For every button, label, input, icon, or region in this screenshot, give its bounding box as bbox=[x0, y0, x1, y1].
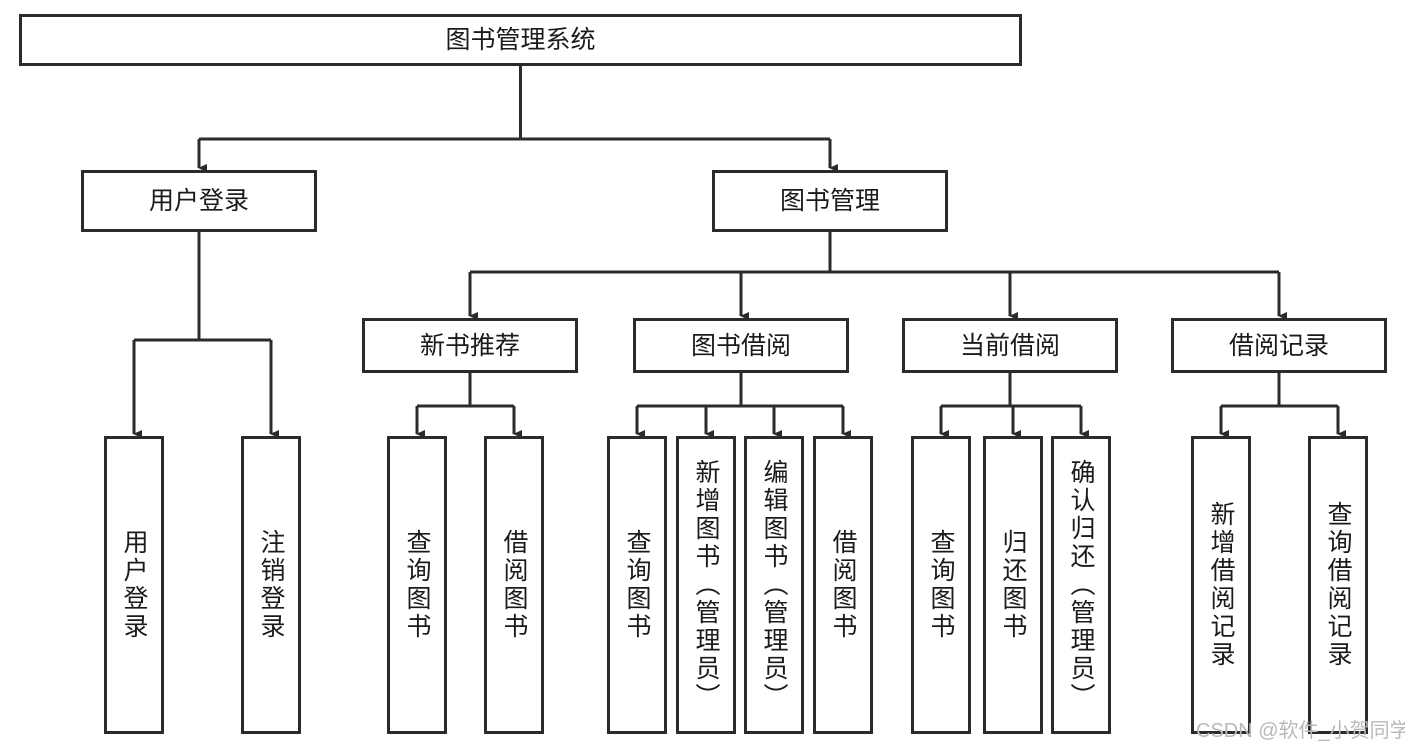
node-label: 确认归还（管理员） bbox=[1067, 459, 1095, 711]
node-label: 新增图书（管理员） bbox=[692, 459, 720, 711]
node-newbook[interactable]: 新书推荐 bbox=[362, 318, 578, 373]
node-label: 查询图书 bbox=[927, 529, 955, 641]
node-label: 借阅图书 bbox=[500, 529, 528, 641]
node-label: 注销登录 bbox=[257, 529, 285, 641]
edge-group bbox=[132, 66, 1346, 438]
node-leaf5[interactable]: 查询图书 bbox=[607, 436, 667, 734]
node-leaf6[interactable]: 新增图书（管理员） bbox=[676, 436, 736, 734]
node-leaf9[interactable]: 查询图书 bbox=[911, 436, 971, 734]
node-label: 新书推荐 bbox=[419, 331, 520, 360]
node-label: 图书借阅 bbox=[690, 331, 791, 360]
node-label: 查询图书 bbox=[623, 529, 651, 641]
node-bookmgmt[interactable]: 图书管理 bbox=[712, 170, 948, 232]
node-records[interactable]: 借阅记录 bbox=[1171, 318, 1387, 373]
node-label: 当前借阅 bbox=[959, 331, 1060, 360]
node-leaf3[interactable]: 查询图书 bbox=[387, 436, 447, 734]
node-label: 查询借阅记录 bbox=[1324, 501, 1352, 669]
node-label: 图书管理 bbox=[779, 187, 880, 215]
node-root[interactable]: 图书管理系统 bbox=[19, 14, 1022, 66]
node-label: 用户登录 bbox=[148, 187, 249, 215]
node-leaf12[interactable]: 新增借阅记录 bbox=[1191, 436, 1251, 734]
node-borrow[interactable]: 图书借阅 bbox=[633, 318, 849, 373]
node-leaf7[interactable]: 编辑图书（管理员） bbox=[744, 436, 804, 734]
node-label: 用户登录 bbox=[120, 529, 148, 641]
node-label: 借阅记录 bbox=[1228, 331, 1329, 360]
node-label: 新增借阅记录 bbox=[1207, 501, 1235, 669]
node-label: 查询图书 bbox=[403, 529, 431, 641]
node-current[interactable]: 当前借阅 bbox=[902, 318, 1118, 373]
node-login[interactable]: 用户登录 bbox=[81, 170, 317, 232]
node-label: 图书管理系统 bbox=[445, 26, 596, 54]
node-label: 借阅图书 bbox=[829, 529, 857, 641]
node-leaf2[interactable]: 注销登录 bbox=[241, 436, 301, 734]
node-leaf4[interactable]: 借阅图书 bbox=[484, 436, 544, 734]
node-leaf1[interactable]: 用户登录 bbox=[104, 436, 164, 734]
node-leaf8[interactable]: 借阅图书 bbox=[813, 436, 873, 734]
node-label: 归还图书 bbox=[999, 529, 1027, 641]
node-leaf13[interactable]: 查询借阅记录 bbox=[1308, 436, 1368, 734]
node-label: 编辑图书（管理员） bbox=[760, 459, 788, 711]
node-leaf11[interactable]: 确认归还（管理员） bbox=[1051, 436, 1111, 734]
node-leaf10[interactable]: 归还图书 bbox=[983, 436, 1043, 734]
